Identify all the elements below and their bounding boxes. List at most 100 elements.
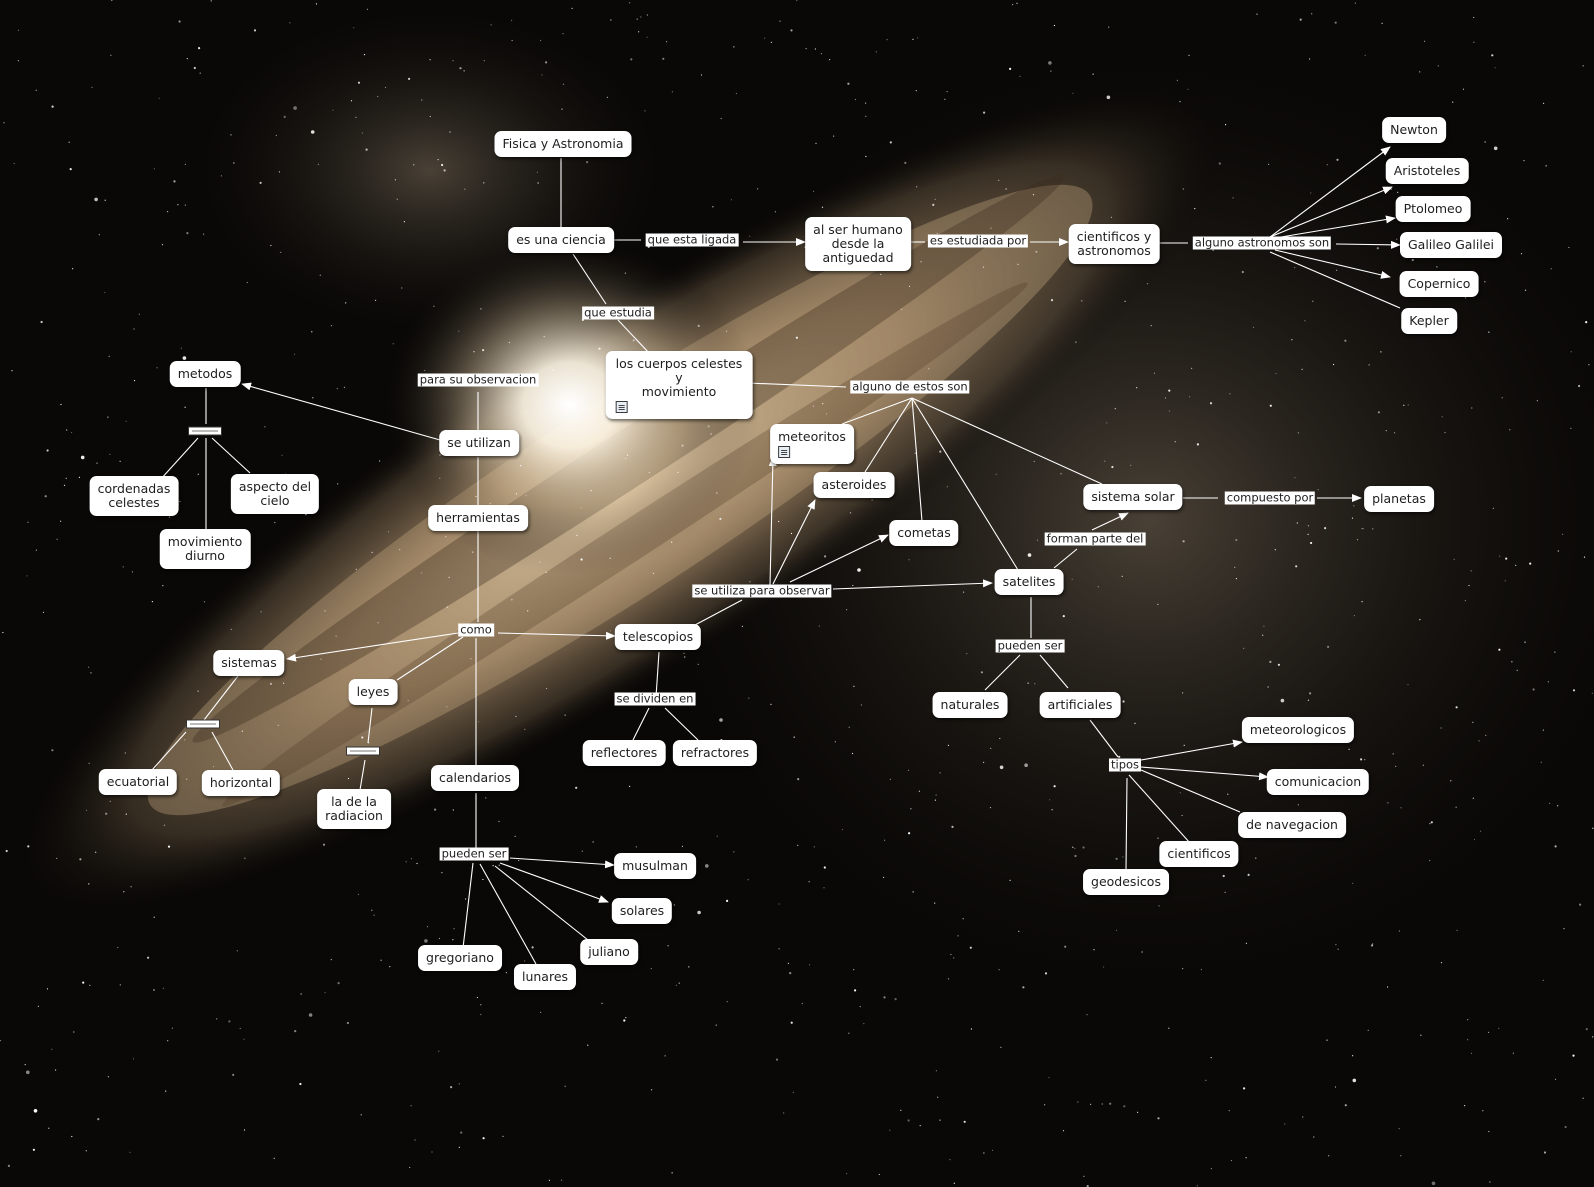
node-sistema-solar[interactable]: sistema solar bbox=[1083, 484, 1183, 510]
node-cientificos-satelites[interactable]: cientificos bbox=[1159, 841, 1239, 867]
star bbox=[104, 291, 106, 294]
star bbox=[1501, 397, 1503, 399]
node-naturales[interactable]: naturales bbox=[932, 692, 1008, 718]
star bbox=[476, 996, 478, 999]
star bbox=[1122, 700, 1125, 703]
link-como[interactable]: como bbox=[458, 622, 494, 637]
star bbox=[1452, 101, 1454, 103]
node-es-una-ciencia[interactable]: es una ciencia bbox=[508, 227, 614, 253]
star bbox=[324, 610, 326, 612]
node-meteoritos-label: meteoritos bbox=[778, 429, 846, 444]
node-satelites[interactable]: satelites bbox=[994, 569, 1064, 595]
node-ptolomeo[interactable]: Ptolomeo bbox=[1395, 196, 1471, 222]
node-solares[interactable]: solares bbox=[611, 898, 673, 924]
node-sistemas[interactable]: sistemas bbox=[213, 650, 285, 676]
star bbox=[1397, 191, 1399, 193]
link-tipos[interactable]: tipos bbox=[1108, 757, 1142, 772]
node-cuerpos-celestes[interactable]: los cuerpos celestes y movimiento bbox=[605, 351, 753, 419]
node-movimiento-diurno[interactable]: movimiento diurno bbox=[159, 529, 251, 569]
star bbox=[1554, 845, 1557, 848]
node-cientificos-astronomos[interactable]: cientificos y astronomos bbox=[1068, 224, 1160, 264]
star bbox=[580, 558, 583, 561]
node-se-utilizan[interactable]: se utilizan bbox=[439, 430, 519, 456]
node-de-navegacion[interactable]: de navegacion bbox=[1238, 812, 1346, 838]
star bbox=[1062, 1130, 1065, 1132]
star bbox=[949, 1159, 951, 1161]
star bbox=[1200, 968, 1202, 971]
node-planetas[interactable]: planetas bbox=[1364, 486, 1434, 512]
node-juliano[interactable]: juliano bbox=[580, 939, 638, 965]
link-para-su-observacion[interactable]: para su observacion bbox=[417, 372, 539, 387]
node-musulman[interactable]: musulman bbox=[614, 853, 696, 879]
node-aristoteles[interactable]: Aristoteles bbox=[1385, 158, 1469, 184]
node-newton[interactable]: Newton bbox=[1382, 117, 1446, 143]
node-calendarios[interactable]: calendarios bbox=[431, 765, 519, 791]
link-se-dividen-en[interactable]: se dividen en bbox=[614, 691, 696, 706]
star bbox=[355, 568, 357, 570]
star bbox=[1182, 692, 1184, 694]
star bbox=[343, 386, 345, 388]
star bbox=[1294, 267, 1296, 269]
star bbox=[779, 20, 781, 22]
node-comunicacion[interactable]: comunicacion bbox=[1266, 769, 1370, 795]
node-meteoritos[interactable]: meteoritos bbox=[770, 424, 854, 464]
link-pueden-ser-calendarios[interactable]: pueden ser bbox=[439, 846, 509, 861]
star bbox=[360, 1114, 362, 1116]
star bbox=[854, 989, 857, 992]
star bbox=[197, 690, 199, 692]
link-alguno-astronomos-son[interactable]: alguno astronomos son bbox=[1192, 235, 1332, 250]
star bbox=[48, 1127, 50, 1129]
star bbox=[511, 39, 513, 42]
node-artificiales[interactable]: artificiales bbox=[1039, 692, 1121, 718]
star bbox=[733, 46, 735, 48]
link-que-estudia[interactable]: que estudia bbox=[582, 305, 654, 320]
node-geodesicos[interactable]: geodesicos bbox=[1083, 869, 1169, 895]
node-herramientas[interactable]: herramientas bbox=[428, 505, 528, 531]
link-unlabeled-metodos[interactable] bbox=[188, 426, 222, 436]
link-es-estudiada-por[interactable]: es estudiada por bbox=[927, 233, 1029, 248]
star bbox=[853, 685, 855, 687]
star bbox=[998, 179, 1000, 181]
node-telescopios[interactable]: telescopios bbox=[614, 624, 702, 650]
link-que-esta-ligada[interactable]: que esta ligada bbox=[645, 232, 739, 247]
star bbox=[688, 966, 690, 968]
link-unlabeled-leyes[interactable] bbox=[346, 746, 380, 756]
star bbox=[1317, 489, 1319, 491]
node-ecuatorial[interactable]: ecuatorial bbox=[98, 769, 178, 795]
node-cometas[interactable]: cometas bbox=[889, 520, 959, 546]
node-aspecto-del-cielo[interactable]: aspecto del cielo bbox=[230, 474, 320, 514]
star bbox=[889, 1129, 891, 1131]
node-cordenadas-celestes[interactable]: cordenadas celestes bbox=[89, 476, 179, 516]
link-se-utiliza-para-observar[interactable]: se utiliza para observar bbox=[692, 583, 832, 598]
star bbox=[505, 972, 507, 974]
star bbox=[26, 575, 28, 577]
node-refractores[interactable]: refractores bbox=[672, 740, 758, 766]
node-reflectores[interactable]: reflectores bbox=[582, 740, 666, 766]
star bbox=[825, 413, 828, 415]
node-galileo-galilei[interactable]: Galileo Galilei bbox=[1399, 232, 1503, 258]
star bbox=[138, 313, 140, 315]
node-lunares[interactable]: lunares bbox=[513, 964, 577, 990]
node-radiacion[interactable]: la de la radiacion bbox=[317, 789, 391, 829]
node-ser-humano[interactable]: al ser humano desde la antiguedad bbox=[805, 217, 911, 271]
node-asteroides[interactable]: asteroides bbox=[813, 472, 895, 498]
node-horizontal[interactable]: horizontal bbox=[201, 770, 281, 796]
star bbox=[407, 700, 409, 702]
link-alguno-de-estos-son[interactable]: alguno de estos son bbox=[850, 379, 970, 394]
star bbox=[1515, 564, 1517, 566]
link-unlabeled-sistemas[interactable] bbox=[186, 719, 220, 729]
node-kepler[interactable]: Kepler bbox=[1401, 308, 1457, 334]
link-forman-parte-del[interactable]: forman parte del bbox=[1044, 531, 1146, 546]
node-leyes[interactable]: leyes bbox=[348, 679, 398, 705]
document-icon[interactable] bbox=[615, 401, 628, 413]
node-gregoriano[interactable]: gregoriano bbox=[418, 945, 502, 971]
star bbox=[1044, 972, 1048, 975]
node-fisica-astronomia[interactable]: Fisica y Astronomia bbox=[494, 131, 632, 157]
star bbox=[524, 960, 526, 962]
image-icon[interactable] bbox=[778, 446, 791, 458]
link-compuesto-por[interactable]: compuesto por bbox=[1224, 490, 1316, 505]
node-copernico[interactable]: Copernico bbox=[1399, 271, 1479, 297]
node-meteorologicos[interactable]: meteorologicos bbox=[1241, 717, 1355, 743]
link-pueden-ser-satelites[interactable]: pueden ser bbox=[995, 638, 1065, 653]
node-metodos[interactable]: metodos bbox=[169, 361, 241, 387]
